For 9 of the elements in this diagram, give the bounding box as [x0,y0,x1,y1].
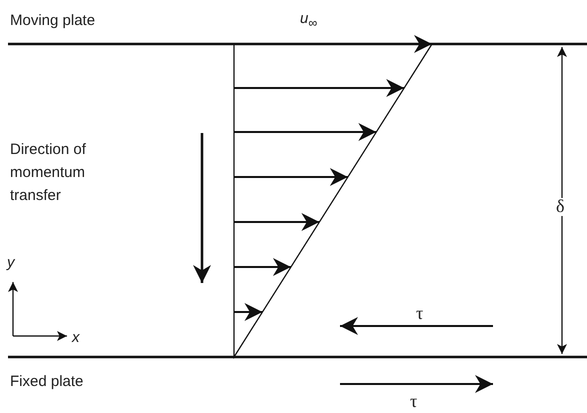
plate-label: Moving plate [10,11,96,31]
stress-label: τ [416,303,424,324]
direction-label: Direction of momentum transfer [10,140,87,206]
axis-label: x [72,328,80,348]
plate-label: Fixed plate [10,372,84,392]
dimension-label: δ [556,196,564,217]
stress-label: τ [410,391,418,412]
velocity-label: u$_{∞}$ [300,9,318,32]
axis-label: y [7,253,14,273]
